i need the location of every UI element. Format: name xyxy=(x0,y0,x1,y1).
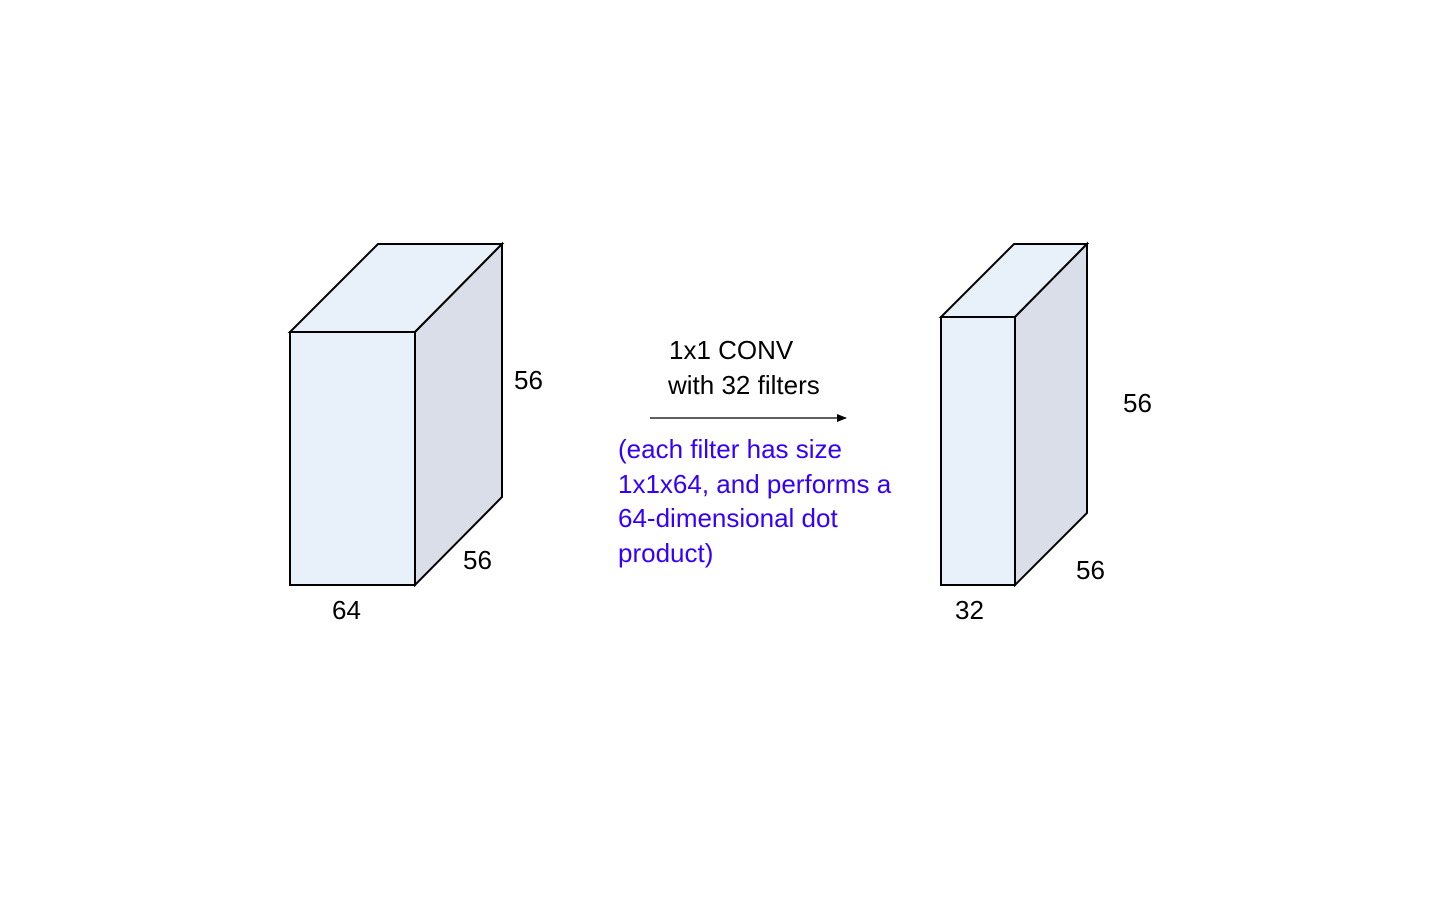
operation-title: 1x1 CONV xyxy=(669,335,794,365)
operation-note-line: 1x1x64, and performs a xyxy=(618,468,892,499)
output-volume-front-face xyxy=(940,316,1016,586)
operation-note-line: (each filter has size xyxy=(618,434,842,464)
input-width-label: 64 xyxy=(332,595,361,625)
operation-note-line: product) xyxy=(618,537,714,568)
output-height-label: 56 xyxy=(1123,388,1152,418)
input-height-label: 56 xyxy=(514,365,543,395)
output-depth-label: 56 xyxy=(1076,555,1105,585)
input-volume xyxy=(287,241,505,588)
output-width-label: 32 xyxy=(955,595,984,625)
input-volume-front-face xyxy=(289,331,416,586)
input-depth-label: 56 xyxy=(463,545,492,575)
output-volume xyxy=(938,241,1090,588)
operation-note-line: 64-dimensional dot xyxy=(618,503,838,533)
operation-subtitle: with 32 filters xyxy=(668,370,820,400)
